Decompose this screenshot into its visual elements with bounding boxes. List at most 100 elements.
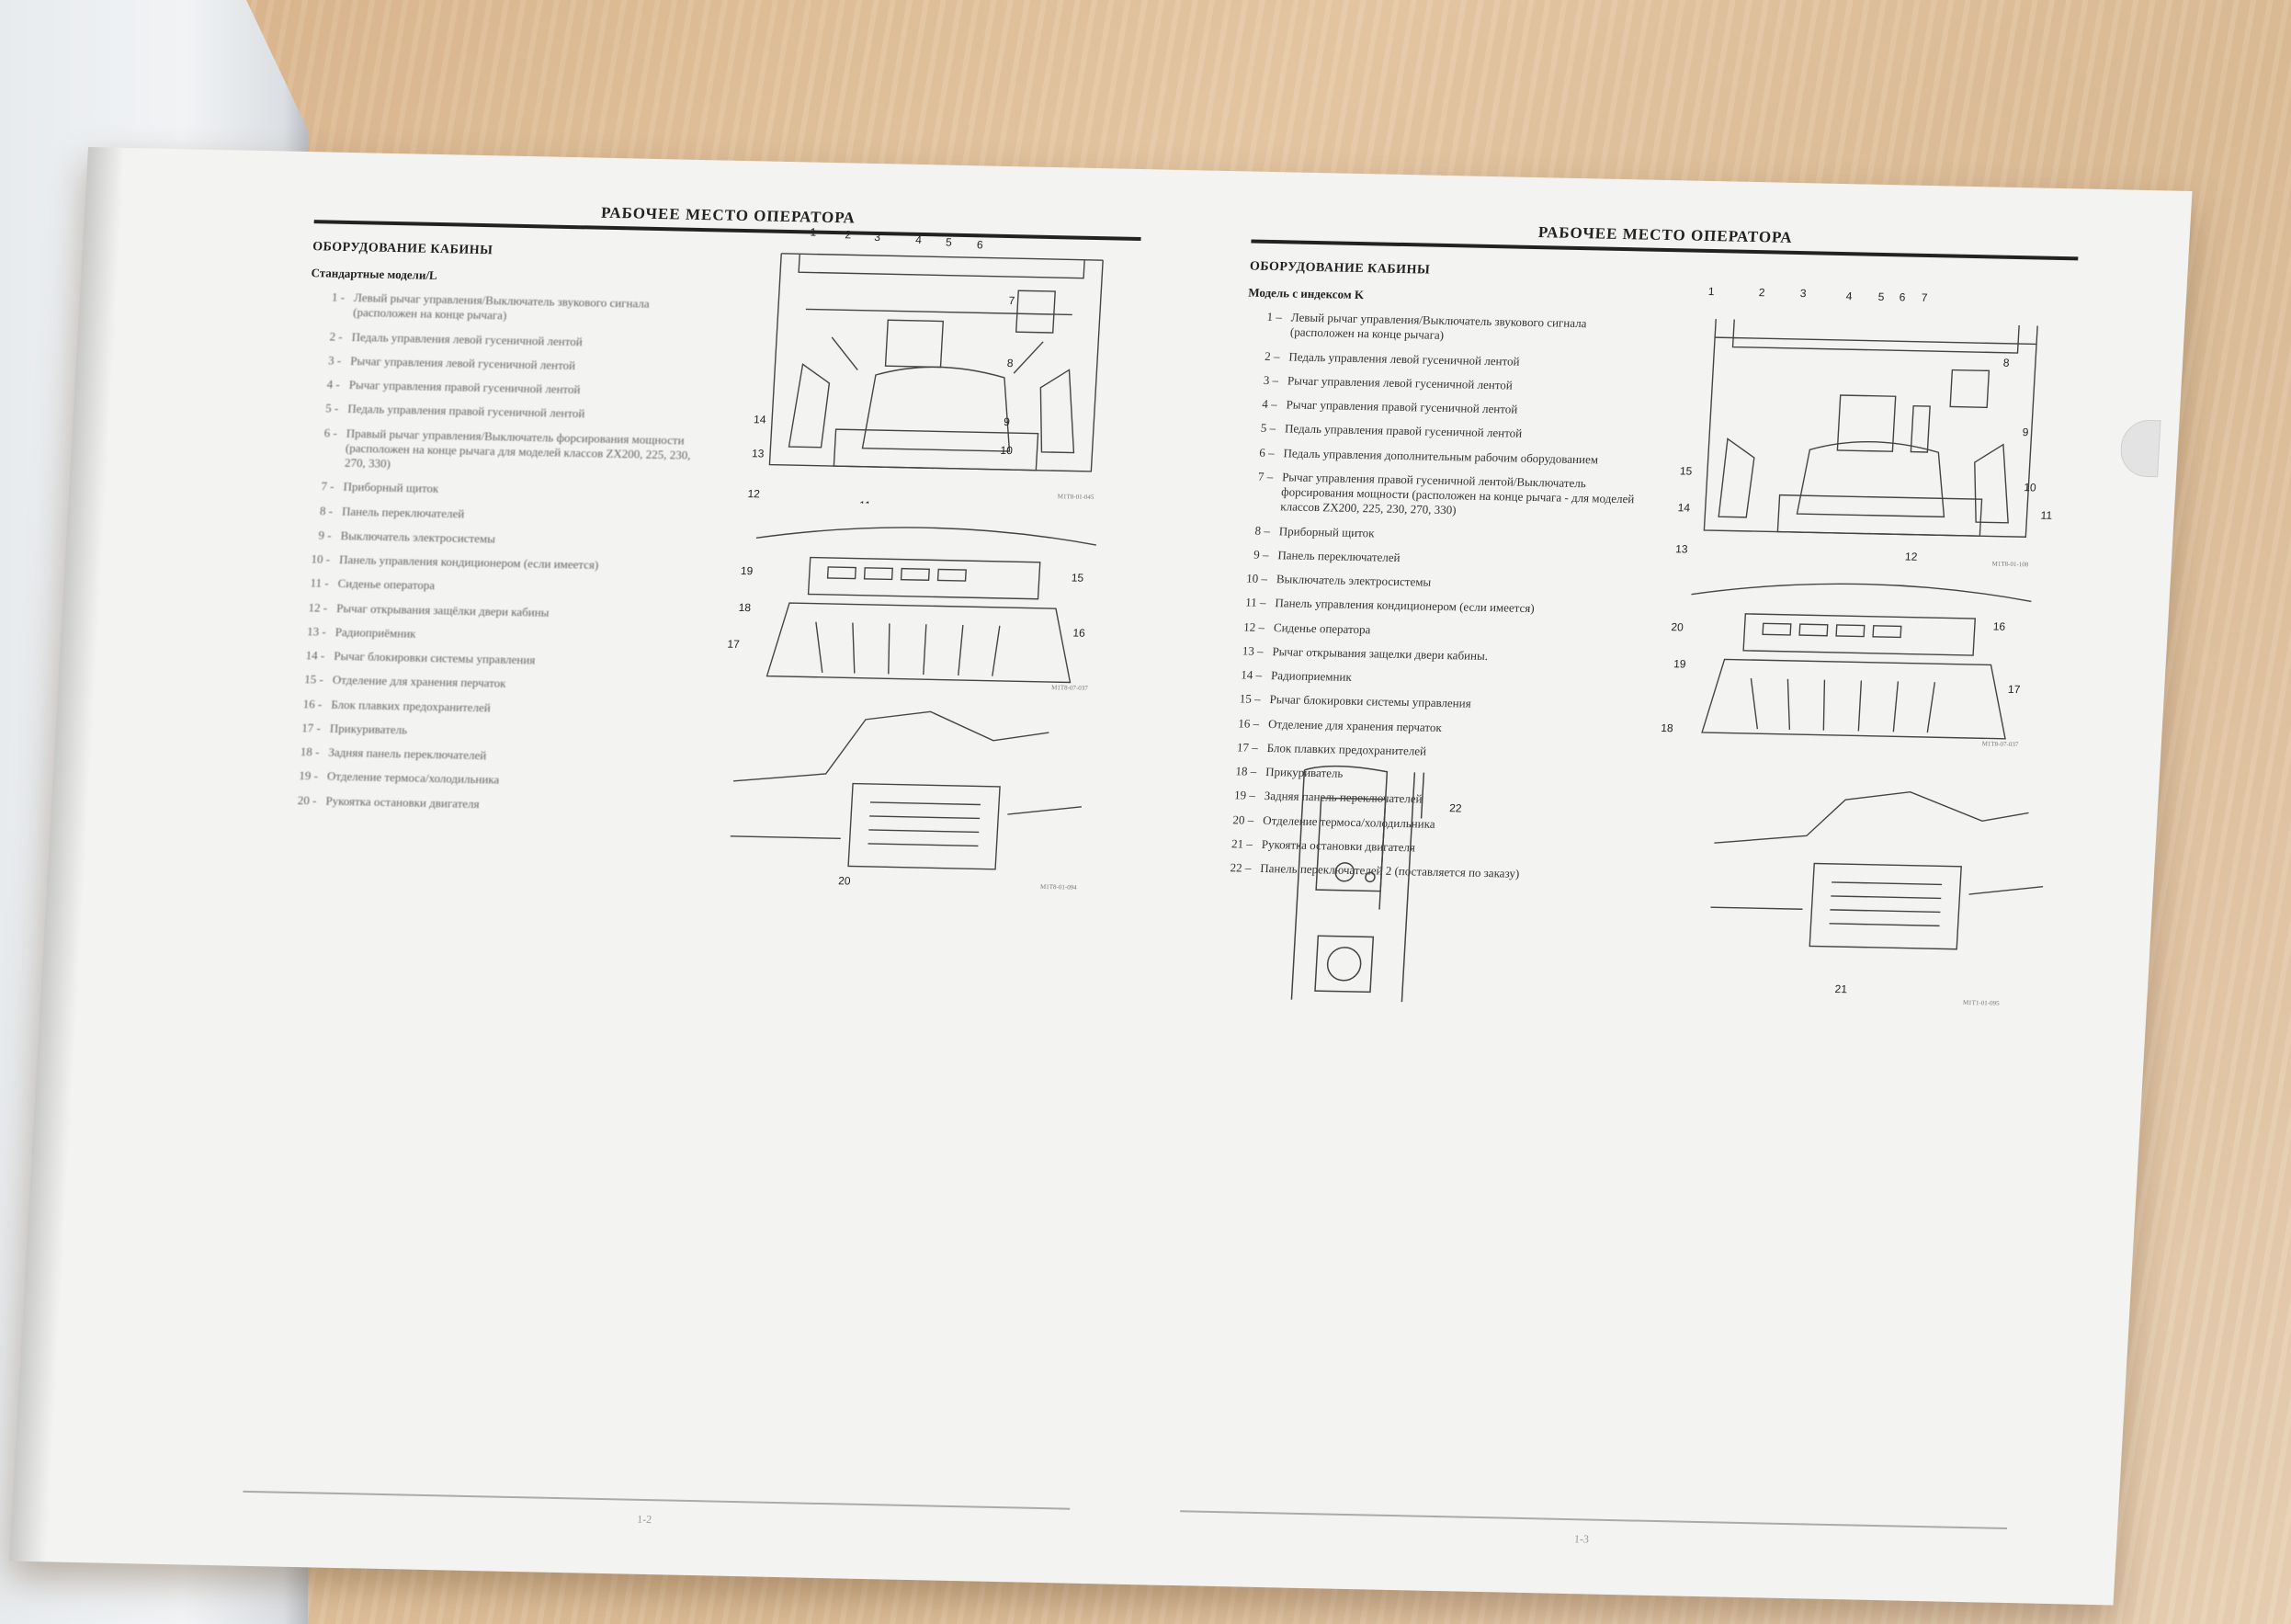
- left-fig1-callout: 7: [1008, 294, 1015, 307]
- left-fig2-callout: 16: [1072, 627, 1085, 640]
- list-item-number: 15 –: [1239, 691, 1262, 707]
- list-item: 13 -Радиоприёмник: [290, 623, 696, 646]
- list-item-number: 21 –: [1231, 835, 1253, 851]
- list-item-number: 17 -: [301, 720, 322, 735]
- right-fig1-callout: 9: [2022, 426, 2029, 438]
- list-item-text: Рычаг управления правой гусеничной ленто…: [1279, 470, 1635, 517]
- list-item-number: 10 –: [1245, 571, 1268, 585]
- list-item-number: 4 -: [326, 377, 341, 392]
- list-item-text: Рычаг управления правой гусеничной ленто…: [348, 378, 581, 397]
- list-item: 4 - Рычаг управления правой гусеничной ле…: [304, 377, 709, 400]
- list-item-text: Радиоприёмник: [335, 624, 416, 641]
- list-item: 16 - Блок плавких предохранителей: [287, 696, 692, 719]
- list-item-number: 8 -: [319, 503, 334, 518]
- left-fig1-callout: 6: [977, 238, 984, 251]
- right-engine-stop-diagram: 21 M1T1-01-095: [1710, 790, 2044, 1007]
- right-fig1-callout: 11: [2040, 509, 2053, 522]
- list-item-text: Рукоятка остановки двигателя: [325, 793, 481, 811]
- list-item-number: 2 –: [1264, 348, 1280, 363]
- list-item: 5 -Педаль управления правой гусеничной л…: [303, 401, 709, 424]
- list-item-text: Приборный щиток: [343, 480, 439, 496]
- right-model-label: Модель с индексом K: [1247, 285, 1365, 302]
- list-item-text: Рычаг управления правой гусеничной ленто…: [1286, 397, 1518, 416]
- list-item-number: 11 -: [310, 575, 330, 590]
- right-fig1-callout: 8: [2002, 357, 2010, 369]
- left-fig1-callout: 1: [810, 225, 817, 238]
- right-fig1-callout: 15: [1680, 464, 1693, 477]
- list-item: 3 -Рычаг управления левой гусеничной лен…: [306, 353, 711, 376]
- list-item-text: Педаль управления левой гусеничной ленто…: [1288, 348, 1520, 369]
- list-item-text: Панель переключателей: [341, 504, 465, 521]
- right-fig1-callout: 3: [1799, 287, 1807, 300]
- right-cab-rear-diagram: 20 19 18 16 17 M1T8-07-037: [1661, 583, 2032, 748]
- left-model-label: Стандартные модели/L: [311, 266, 438, 282]
- list-item-text: Выключатель электросистемы: [340, 528, 496, 546]
- right-fig1-callout: 5: [1877, 290, 1885, 303]
- list-item-text: Панель управления кондиционером (если им…: [338, 551, 599, 572]
- list-item-text: Прикуриватель: [329, 721, 408, 737]
- right-page-header: РАБОЧЕЕ МЕСТО ОПЕРАТОРА: [1251, 217, 2080, 261]
- right-section-title: ОБОРУДОВАНИЕ КАБИНЫ: [1249, 259, 1431, 278]
- list-item-number: 15 -: [303, 672, 324, 687]
- list-item-number: 5 -: [324, 401, 339, 416]
- list-item: 8 –Приборный щиток: [1234, 523, 1639, 546]
- list-item-number: 20 –: [1232, 812, 1254, 827]
- list-item-number: 14 –: [1240, 667, 1263, 682]
- list-item-number: 19 -: [299, 768, 319, 783]
- left-fig2-callout: 17: [727, 638, 740, 651]
- list-item-text: Сиденье оператора: [337, 576, 436, 593]
- list-item-text: Блок плавких предохранителей: [331, 697, 492, 714]
- left-fig1-callout: 12: [747, 487, 760, 500]
- list-item: 2 – Педаль управления левой гусеничной ле…: [1244, 348, 1650, 371]
- left-cab-front-diagram: 1 2 3 4 5 6 7 8 9 10 11 12 13 14 M1T8-01…: [747, 225, 1104, 509]
- left-fig1-callout: 2: [845, 228, 852, 241]
- left-fig3-callout: 20: [838, 874, 851, 887]
- list-item: 3 –Рычаг управления левой гусеничной лен…: [1243, 372, 1649, 395]
- list-item: 8 - Панель переключателей: [298, 503, 703, 526]
- right-fig3-callout: 22: [1449, 801, 1462, 814]
- left-engine-stop-diagram: 20 M1T8-01-094: [730, 710, 1082, 891]
- list-item: 14 -Рычаг блокировки системы управления: [289, 648, 695, 671]
- list-item: 7 – Рычаг управления правой гусеничной ле…: [1236, 469, 1643, 522]
- right-fig2-callout: 18: [1661, 721, 1673, 734]
- left-fig1-callout: 4: [915, 233, 923, 246]
- left-fig1-callout: 14: [754, 413, 766, 426]
- right-fig1-callout: 4: [1845, 290, 1853, 302]
- list-item-number: 1 -: [331, 290, 346, 304]
- left-page-number: 1-2: [636, 1512, 652, 1527]
- list-item-number: 2 -: [329, 329, 344, 344]
- right-fig2-callout: 20: [1671, 620, 1684, 633]
- list-item: 12 –Сиденье оператора: [1230, 619, 1635, 642]
- right-fig2-callout: 19: [1673, 657, 1686, 670]
- list-item-number: 18 -: [300, 744, 320, 759]
- list-item-text: Педаль управления правой гусеничной лент…: [1284, 421, 1523, 440]
- right-page: РАБОЧЕЕ МЕСТО ОПЕРАТОРА ОБОРУДОВАНИЕ КАБ…: [1176, 172, 2174, 1605]
- list-item-number: 3 –: [1263, 372, 1279, 387]
- list-item: 2 -Педаль управления левой гусеничной ле…: [307, 329, 712, 352]
- left-fig2-callout: 15: [1071, 572, 1083, 585]
- list-item-text: Сиденье оператора: [1273, 619, 1371, 636]
- list-item-number: 1 –: [1266, 309, 1283, 324]
- list-item-text: Задняя панель переключателей: [328, 744, 487, 763]
- list-item-number: 3 -: [327, 353, 342, 368]
- list-item-text: Рычаг блокировки системы управления: [333, 648, 536, 667]
- list-item-number: 6 –: [1259, 445, 1276, 460]
- right-fig2-callout: 16: [1992, 620, 2005, 633]
- list-item-text: Отделение для хранения перчаток: [332, 672, 506, 690]
- list-item: 10 –Выключатель электросистемы: [1232, 571, 1638, 594]
- right-switch-panel-diagram: 22: [1290, 765, 1462, 1003]
- list-item: 9 -Выключатель электросистемы: [296, 528, 701, 551]
- list-item-number: 16 -: [302, 696, 323, 710]
- list-item-number: 7 -: [321, 479, 335, 494]
- list-item-number: 7 –: [1257, 469, 1274, 483]
- right-page-number: 1-3: [1573, 1532, 1590, 1546]
- list-item-number: 17 –: [1236, 740, 1259, 755]
- right-fig1-code: M1T8-01-108: [1991, 560, 2029, 568]
- left-fig2-callout: 18: [738, 601, 751, 614]
- right-fig4-code: M1T1-01-095: [1963, 999, 2001, 1007]
- list-item: 17 - Прикуриватель: [285, 720, 690, 743]
- list-item-text: Радиоприемник: [1270, 668, 1353, 684]
- list-item: 6 -Правый рычаг управления/Выключатель ф…: [301, 425, 708, 478]
- left-fig2-code: M1T8-07-037: [1051, 684, 1089, 692]
- list-item: 5 –Педаль управления правой гусеничной л…: [1241, 421, 1646, 444]
